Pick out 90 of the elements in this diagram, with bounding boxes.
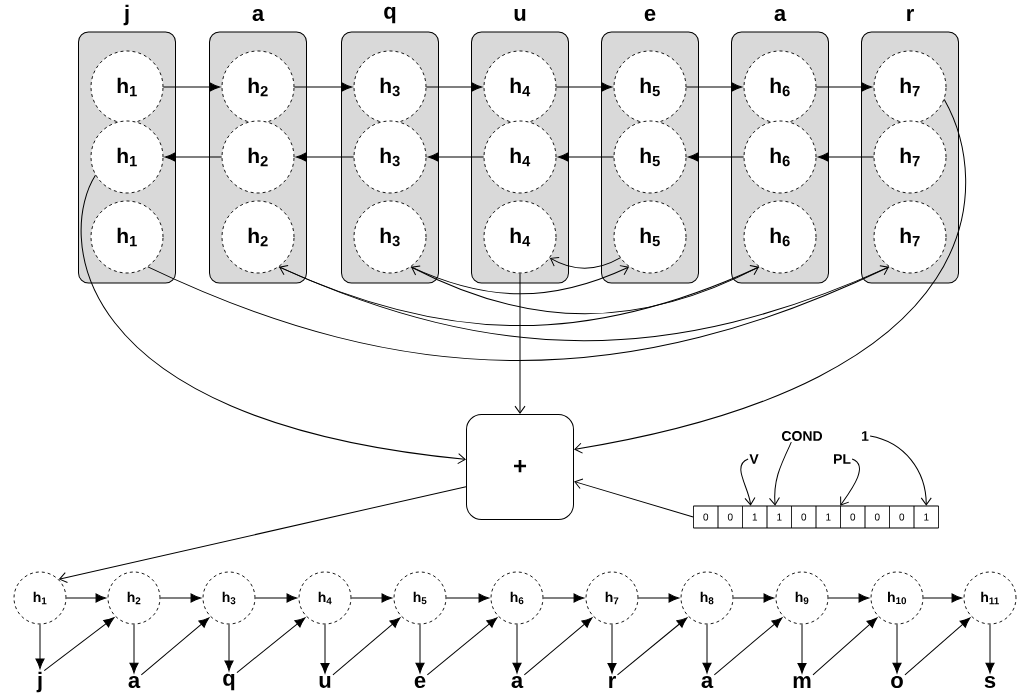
arrow bbox=[702, 623, 712, 674]
arrow bbox=[637, 593, 680, 603]
bit-label: 1 bbox=[862, 431, 869, 441]
arrow bbox=[332, 617, 401, 676]
arrow bbox=[840, 458, 860, 506]
arrow bbox=[815, 82, 873, 92]
arrow bbox=[922, 593, 963, 603]
arrow bbox=[904, 617, 971, 676]
arrow bbox=[574, 478, 694, 518]
bit-cell: 0 bbox=[717, 505, 743, 529]
arrow bbox=[293, 82, 353, 92]
bit-label: V bbox=[749, 454, 759, 464]
arrow bbox=[295, 152, 355, 162]
arrow bbox=[59, 486, 467, 583]
bit-label: PL bbox=[834, 454, 851, 464]
output-letter: o bbox=[891, 675, 903, 689]
output-letter: e bbox=[414, 675, 426, 689]
sum-box: + bbox=[466, 414, 574, 520]
arrow bbox=[617, 617, 688, 676]
output-letter: q bbox=[223, 673, 235, 691]
arrow bbox=[236, 617, 306, 674]
arrow bbox=[278, 265, 759, 327]
output-letter: u bbox=[319, 676, 331, 688]
output-letter: j bbox=[36, 671, 42, 693]
bit-cell: 1 bbox=[913, 505, 939, 529]
arrow bbox=[445, 593, 490, 603]
arrow bbox=[35, 623, 45, 670]
column-heading: q bbox=[384, 6, 396, 24]
output-letter: s bbox=[984, 675, 996, 689]
arrow bbox=[43, 617, 115, 672]
arrow bbox=[350, 593, 393, 603]
arrow bbox=[713, 617, 783, 676]
arrow bbox=[320, 623, 330, 674]
arrow bbox=[557, 152, 615, 162]
arrow bbox=[140, 617, 210, 676]
arrow bbox=[65, 593, 107, 603]
arrow bbox=[415, 623, 425, 674]
column-heading: a bbox=[774, 8, 787, 22]
arrow bbox=[514, 272, 526, 414]
column-heading: e bbox=[644, 8, 656, 22]
arrow bbox=[892, 623, 902, 674]
arrow bbox=[411, 265, 760, 315]
column-heading: j bbox=[123, 4, 129, 26]
arrow bbox=[985, 623, 995, 674]
arrow bbox=[687, 152, 745, 162]
arrow bbox=[827, 593, 870, 603]
bit-cell: 1 bbox=[815, 505, 841, 529]
output-letter: m bbox=[793, 676, 811, 688]
arrow bbox=[427, 152, 485, 162]
arrow bbox=[512, 623, 522, 674]
arrow bbox=[550, 257, 621, 269]
output-letter: a bbox=[701, 675, 714, 689]
arrow bbox=[410, 265, 629, 295]
column-heading: r bbox=[907, 9, 914, 21]
arrow bbox=[523, 617, 593, 676]
arrow bbox=[426, 617, 498, 676]
arrow bbox=[159, 593, 202, 603]
bit-cell: 1 bbox=[742, 505, 768, 529]
arrow bbox=[732, 593, 775, 603]
arrow bbox=[542, 593, 585, 603]
arrow bbox=[607, 623, 617, 674]
bit-cell: 1 bbox=[766, 505, 792, 529]
arrow bbox=[80, 174, 466, 465]
arrow bbox=[147, 265, 889, 362]
column-heading: u bbox=[514, 9, 526, 21]
arrow bbox=[162, 82, 221, 92]
bit-cell: 0 bbox=[889, 505, 915, 529]
arrow bbox=[817, 152, 875, 162]
arrow bbox=[869, 435, 932, 506]
bit-label: COND bbox=[782, 431, 823, 441]
column-heading: a bbox=[252, 8, 265, 22]
arrow bbox=[425, 82, 483, 92]
arrow bbox=[797, 623, 807, 674]
arrow bbox=[740, 458, 756, 506]
output-letter: r bbox=[609, 676, 616, 688]
arrow bbox=[224, 623, 234, 672]
arrow bbox=[812, 617, 878, 676]
arrow bbox=[279, 265, 890, 342]
arrow bbox=[254, 593, 298, 603]
arrow bbox=[769, 441, 792, 506]
output-letter: a bbox=[511, 675, 524, 689]
bit-cell: 0 bbox=[840, 505, 866, 529]
arrow bbox=[685, 82, 743, 92]
arrow bbox=[555, 82, 613, 92]
bit-cell: 0 bbox=[693, 505, 719, 529]
bit-cell: 0 bbox=[864, 505, 890, 529]
arrow bbox=[129, 623, 139, 674]
output-letter: a bbox=[128, 675, 141, 689]
arrow bbox=[164, 152, 223, 162]
bit-cell: 0 bbox=[791, 505, 817, 529]
